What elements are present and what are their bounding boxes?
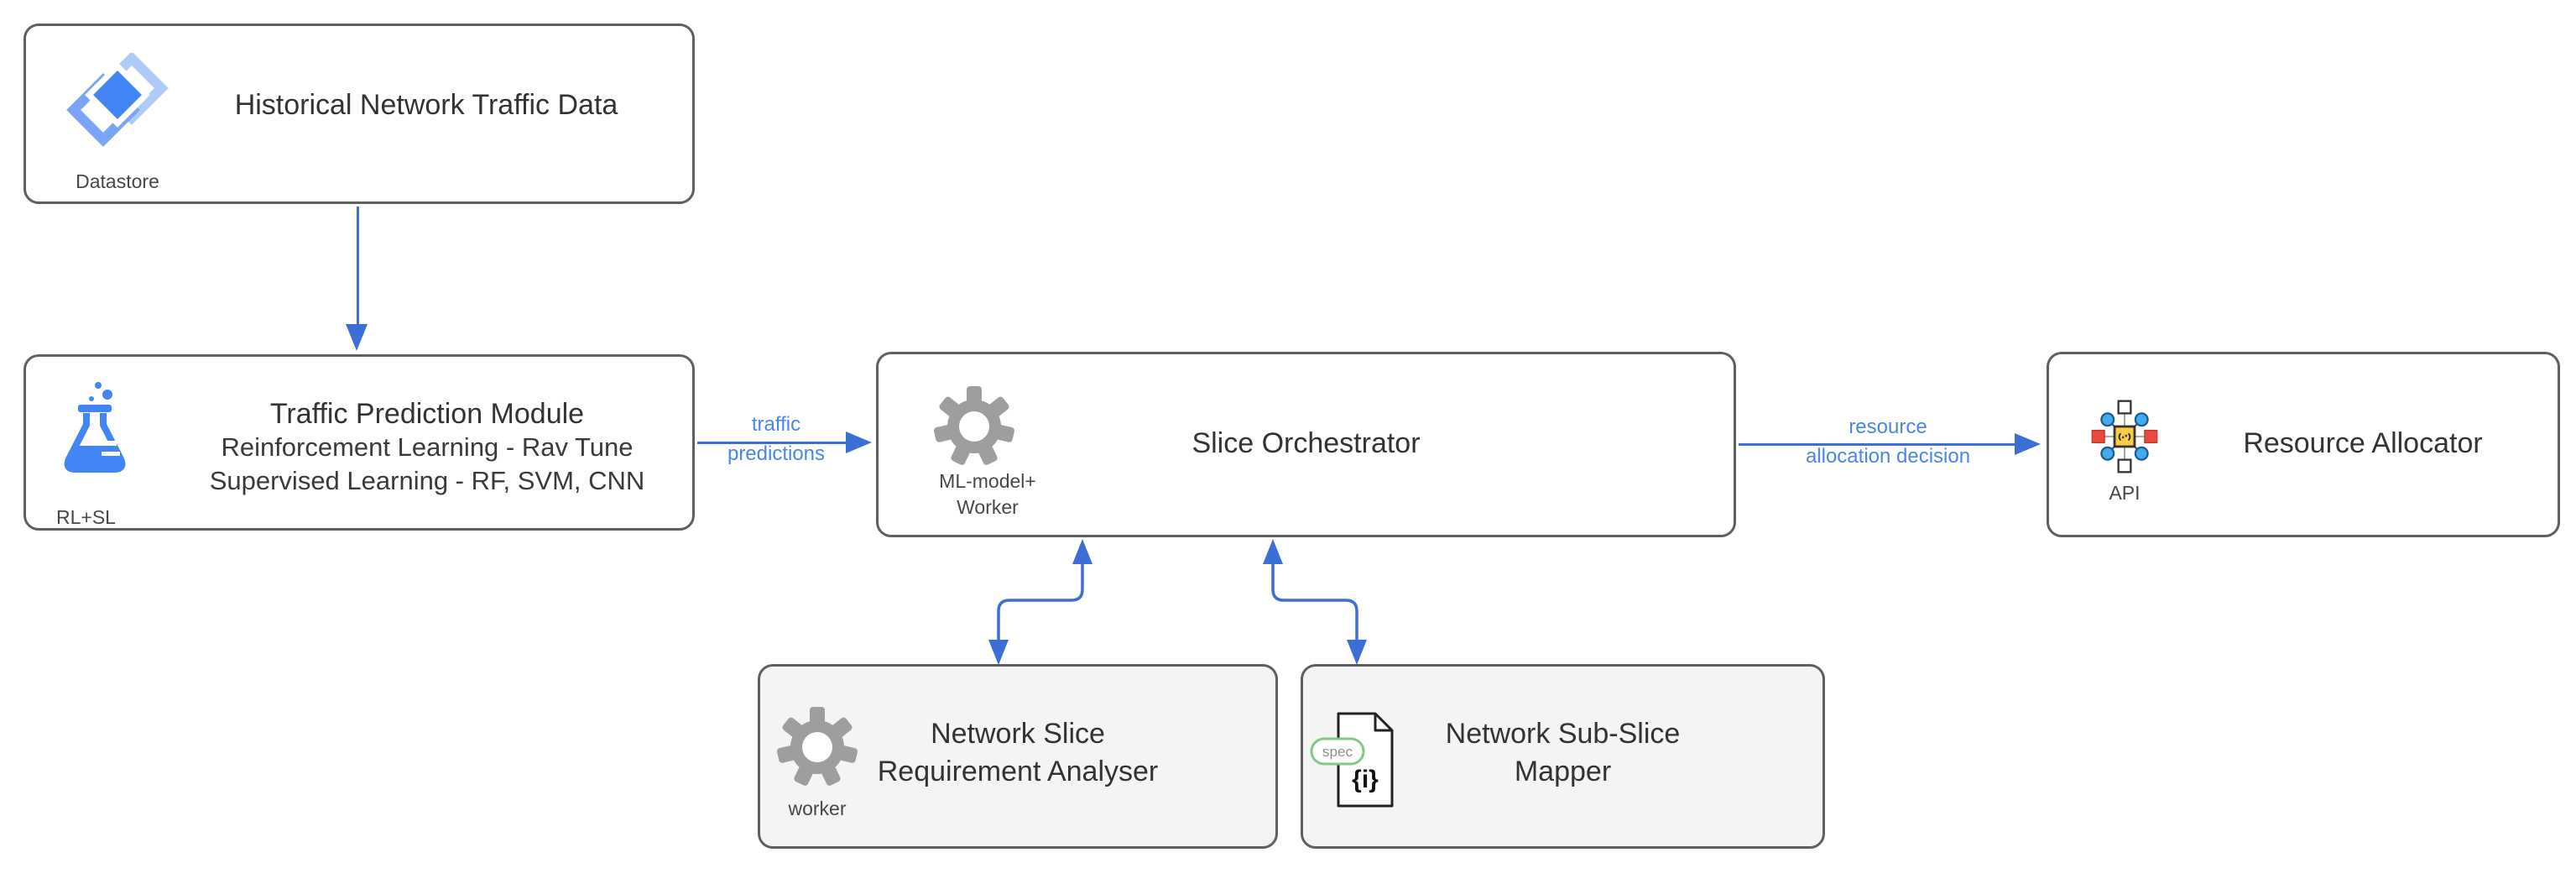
edge-resource-allocation-line [1739, 443, 2015, 446]
gear-icon [776, 707, 858, 786]
flask-experiment-icon [64, 382, 126, 473]
node-title-resource-allocator: Resource Allocator [2243, 427, 2483, 459]
arrow-down-icon [1347, 640, 1367, 665]
node-historical-network-traffic-data: Datastore Historical Network Traffic Dat… [23, 24, 695, 204]
node-network-slice-requirement-analyser: worker Network Slice Requirement Analyse… [758, 664, 1278, 849]
api-hub-icon [2091, 400, 2158, 473]
node-title-slice-orchestrator: Slice Orchestrator [1192, 427, 1421, 459]
edge-traffic-predictions-line [697, 442, 847, 444]
spec-icon-badge: spec [1322, 744, 1353, 760]
edge-label-traffic-predictions: traffic predictions [727, 413, 826, 465]
gear-icon-caption: worker [788, 798, 847, 819]
node-title-historical: Historical Network Traffic Data [234, 89, 618, 121]
datastore-icon-caption: Datastore [76, 170, 159, 192]
spec-icon-glyph: {i} [1352, 766, 1379, 793]
arrow-up-icon [1263, 539, 1283, 564]
gear-icon-caption: ML-model+ Worker [939, 470, 1036, 519]
arrow-down-icon [988, 640, 1009, 665]
node-network-sub-slice-mapper: {i} spec Network Sub-Slice Mapper [1301, 664, 1825, 849]
datastore-icon [66, 53, 169, 147]
edge-orchestrator-mapper-connector [1263, 539, 1367, 665]
node-subtitle-traffic-prediction: Reinforcement Learning - Rav Tune Superv… [209, 432, 645, 495]
node-slice-orchestrator: ML-model+ Worker Slice Orchestrator [876, 352, 1736, 537]
node-title-requirement-analyser: Network Slice Requirement Analyser [877, 718, 1159, 787]
arrow-up-icon [1072, 539, 1092, 564]
node-title-subslice-mapper: Network Sub-Slice Mapper [1445, 718, 1681, 787]
node-resource-allocator: API Resource Allocator [2047, 352, 2560, 537]
edge-label-resource-allocation: resource allocation decision [1805, 416, 1971, 468]
arrow-right-icon [2015, 433, 2041, 455]
node-traffic-prediction-module: RL+SL Traffic Prediction Module Reinforc… [23, 354, 695, 531]
node-title-traffic-prediction: Traffic Prediction Module [269, 398, 585, 430]
spec-document-icon: {i} spec [1310, 712, 1394, 808]
flask-icon-caption: RL+SL [56, 506, 116, 528]
arrow-right-icon [846, 432, 872, 453]
edge-orchestrator-analyser-connector [988, 539, 1092, 665]
arrow-down-icon [346, 324, 368, 351]
edge-historical-to-prediction-line [357, 207, 359, 326]
gear-icon [933, 386, 1015, 465]
api-icon-caption: API [2109, 482, 2141, 504]
